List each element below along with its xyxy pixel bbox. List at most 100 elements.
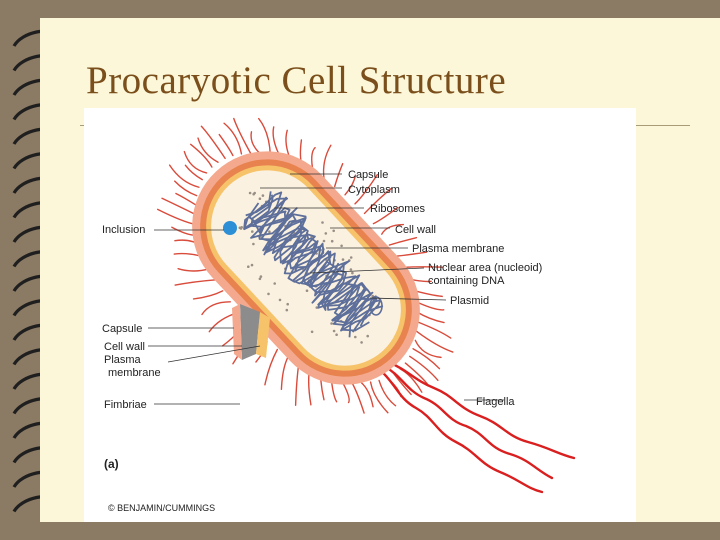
- ribosome: [322, 239, 326, 243]
- ribosome: [258, 197, 262, 200]
- ribosome: [273, 282, 276, 285]
- ribosome: [335, 333, 338, 336]
- fimbria: [369, 381, 389, 414]
- fimbria: [161, 197, 196, 216]
- ribosome: [351, 271, 354, 275]
- fimbria: [250, 131, 261, 155]
- label-plasma-left-2: membrane: [108, 367, 161, 379]
- inclusion-granule: [223, 221, 237, 235]
- cell-diagram: Capsule Cytoplasm Ribosomes Inclusion Ce…: [84, 108, 636, 522]
- fimbria: [360, 382, 374, 408]
- dna-strand: [250, 191, 372, 332]
- fimbria: [409, 355, 439, 382]
- fimbria: [294, 362, 300, 406]
- fimbria: [233, 117, 252, 154]
- fimbria: [192, 290, 224, 300]
- ribosome: [315, 306, 319, 309]
- fimbria: [322, 144, 332, 180]
- fimbria: [168, 164, 200, 188]
- leader-lines: [148, 173, 504, 405]
- flagellum-3: [386, 360, 576, 460]
- flagella: [378, 360, 576, 494]
- fimbria: [280, 356, 289, 391]
- flagellum-2: [378, 368, 544, 494]
- label-plasma-membrane-right: Plasma membrane: [412, 243, 504, 255]
- fimbria: [174, 279, 217, 286]
- ribosome: [258, 277, 262, 281]
- ribosome: [340, 244, 343, 248]
- label-capsule-right: Capsule: [348, 169, 388, 181]
- fimbria: [363, 187, 392, 215]
- label-capsule-left: Capsule: [102, 323, 142, 335]
- cell-diagram-svg: Capsule Cytoplasm Ribosomes Inclusion Ce…: [102, 117, 576, 513]
- slide-title: Procaryotic Cell Structure: [86, 59, 507, 102]
- fimbria: [351, 381, 365, 414]
- ribosome: [324, 232, 328, 235]
- label-ribosomes: Ribosomes: [370, 203, 426, 215]
- ribosome: [285, 308, 289, 312]
- fimbria: [333, 162, 344, 188]
- fimbria: [174, 180, 198, 197]
- label-cell-wall-right: Cell wall: [395, 224, 436, 236]
- fimbria: [404, 362, 429, 386]
- fimbria: [415, 330, 454, 353]
- fimbria: [258, 117, 272, 157]
- ribosome: [330, 239, 334, 243]
- ribosome: [253, 191, 256, 195]
- ribosome: [261, 194, 265, 197]
- fimbria: [395, 251, 428, 257]
- fimbria: [200, 125, 226, 160]
- ribosome: [247, 265, 250, 268]
- ribosome: [349, 268, 353, 271]
- fimbria: [388, 236, 418, 246]
- ribosome: [286, 302, 289, 306]
- label-cell-wall-left: Cell wall: [104, 341, 145, 353]
- fimbria: [344, 174, 357, 196]
- label-fimbriae: Fimbriae: [104, 399, 147, 411]
- ribosome: [252, 242, 255, 246]
- ribosome: [267, 292, 270, 296]
- label-nuclear-area-1: Nuclear area (nucleoid): [428, 262, 542, 274]
- fimbria: [175, 192, 197, 206]
- ribosome: [366, 334, 370, 338]
- ribosome: [349, 256, 353, 259]
- fimbria: [381, 223, 405, 235]
- fimbria: [201, 301, 231, 316]
- ribosome: [259, 275, 263, 278]
- fimbria: [415, 310, 445, 324]
- fimbria: [218, 133, 234, 157]
- fimbria: [414, 339, 442, 359]
- fimbria: [412, 348, 441, 370]
- dna-strand: [248, 196, 382, 324]
- fimbria: [184, 164, 203, 181]
- ribosome: [360, 341, 363, 344]
- fimbria: [189, 143, 213, 168]
- label-nuclear-area-2: containing DNA: [428, 275, 505, 287]
- fimbria: [378, 379, 397, 407]
- fimbria: [372, 206, 399, 225]
- nucleoid-dna: [243, 191, 384, 338]
- ribosome: [332, 329, 336, 333]
- dna-strand: [243, 199, 380, 332]
- flagellum-1: [382, 364, 554, 480]
- label-flagella: Flagella: [476, 396, 515, 408]
- ribosome: [251, 230, 254, 233]
- ribosome: [341, 258, 345, 261]
- fimbria: [197, 137, 219, 163]
- ribosome: [310, 330, 314, 334]
- plasmid-loop: [369, 296, 383, 316]
- label-plasmid: Plasmid: [450, 295, 489, 307]
- fimbria: [264, 348, 279, 386]
- ribosome: [354, 335, 357, 339]
- fimbria: [416, 320, 452, 339]
- label-cytoplasm: Cytoplasm: [348, 184, 400, 196]
- ribosome: [250, 263, 254, 267]
- ribosome: [240, 226, 243, 229]
- fimbria: [354, 173, 379, 205]
- dna-strand: [250, 191, 378, 333]
- label-plasma-left-1: Plasma: [104, 354, 142, 366]
- label-inclusion: Inclusion: [102, 224, 145, 236]
- label-credit: © BENJAMIN/CUMMINGS: [108, 503, 215, 513]
- fimbria: [223, 122, 243, 155]
- ribosome: [248, 191, 252, 195]
